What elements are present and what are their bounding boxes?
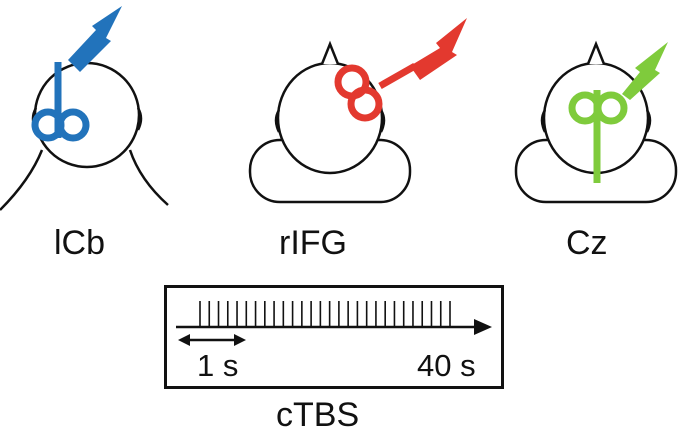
tms-coil-lcb xyxy=(31,62,90,142)
nose-rifg xyxy=(320,40,340,65)
scale-label-short: 1 s xyxy=(197,348,239,383)
left-ear-cz xyxy=(540,109,547,133)
lcb-panel xyxy=(0,6,169,211)
right-ear-lcb xyxy=(136,107,143,131)
ctbs-timeline xyxy=(176,301,492,346)
ctbs-box: 1 s 40 s xyxy=(164,285,504,389)
lightning-icon-rifg xyxy=(410,18,467,80)
lightning-icon-lcb xyxy=(68,6,122,72)
lightning-icon-cz xyxy=(622,42,668,100)
label-lcb: lCb xyxy=(54,224,106,262)
neck-shoulders xyxy=(0,149,169,211)
tms-coil-cz xyxy=(568,90,628,183)
burst-train xyxy=(199,301,451,327)
scale-bar-left-head xyxy=(178,334,190,346)
protocol-name: cTBS xyxy=(276,396,360,434)
nose-cz xyxy=(586,40,606,65)
tms-coil-rifg xyxy=(334,62,417,122)
cz-panel xyxy=(514,40,678,204)
scale-label-long: 40 s xyxy=(417,348,476,383)
scale-bar-right-head xyxy=(234,334,246,346)
rifg-panel xyxy=(248,18,467,204)
label-rifg: rIFG xyxy=(279,224,347,262)
right-ear-cz xyxy=(645,109,652,133)
label-cz: Cz xyxy=(566,224,608,262)
right-ear-rifg xyxy=(379,109,386,133)
left-ear-rifg xyxy=(274,109,281,133)
time-axis-arrowhead xyxy=(474,319,492,335)
